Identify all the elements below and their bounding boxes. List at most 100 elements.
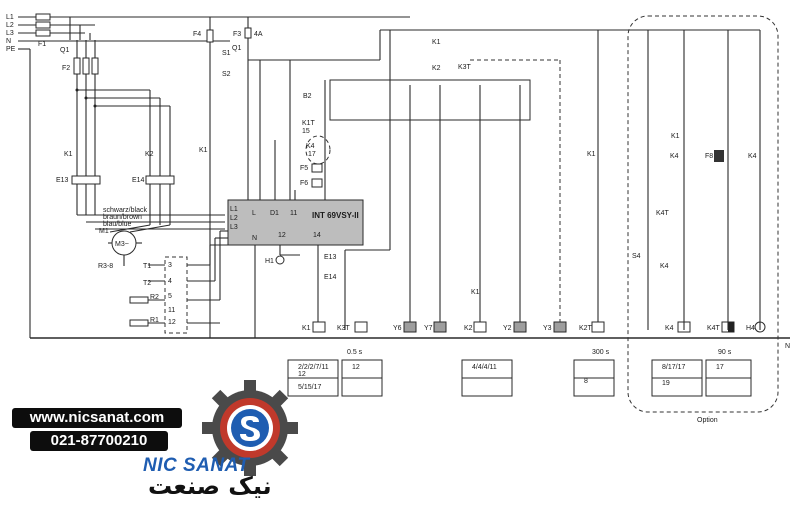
svg-text:N: N [785, 343, 790, 350]
svg-text:Y7: Y7 [424, 325, 433, 332]
option-block: K1 K4 K4T K4 S4 K4 F8 Option [627, 15, 779, 424]
svg-text:19: 19 [662, 380, 670, 387]
svg-text:K1: K1 [587, 151, 596, 158]
svg-text:14: 14 [313, 232, 321, 239]
motor-m1: M3~ M1 R3-8 [98, 228, 142, 270]
svg-text:12: 12 [168, 319, 176, 326]
label-l1: L1 [6, 14, 14, 21]
svg-text:12: 12 [298, 371, 306, 378]
svg-text:E13: E13 [56, 177, 69, 184]
svg-text:M1: M1 [99, 228, 109, 235]
svg-text:H4: H4 [746, 325, 755, 332]
label-pe: PE [6, 46, 16, 53]
svg-text:blau/blue: blau/blue [103, 221, 132, 228]
svg-text:F2: F2 [62, 65, 70, 72]
svg-text:schwarz/black: schwarz/black [103, 207, 147, 214]
svg-text:K4T: K4T [656, 210, 670, 217]
svg-text:12: 12 [352, 364, 360, 371]
svg-text:Y3: Y3 [543, 325, 552, 332]
svg-text:T1: T1 [143, 263, 151, 270]
svg-text:R2: R2 [150, 294, 159, 301]
option-label: Option [697, 417, 718, 424]
svg-text:K3T: K3T [458, 64, 472, 71]
svg-text:braun/brown: braun/brown [103, 214, 142, 221]
supply-terminals: L1 L2 L3 N PE F1 [6, 13, 410, 338]
svg-text:K2T: K2T [579, 325, 593, 332]
svg-text:K2: K2 [432, 65, 441, 72]
svg-text:K4: K4 [660, 263, 669, 270]
svg-text:E14: E14 [132, 177, 145, 184]
svg-text:15: 15 [302, 128, 310, 135]
svg-text:4: 4 [168, 278, 172, 285]
svg-text:T2: T2 [143, 280, 151, 287]
svg-text:S2: S2 [222, 71, 231, 78]
svg-text:4/4/4/11: 4/4/4/11 [472, 364, 497, 371]
label-f1: F1 [38, 41, 46, 48]
svg-text:17: 17 [716, 364, 724, 371]
svg-text:K1: K1 [199, 147, 208, 154]
svg-text:300 s: 300 s [592, 349, 610, 356]
brand-name-fa: نیک صنعت [148, 472, 272, 500]
svg-text:8/17/17: 8/17/17 [662, 364, 685, 371]
b2-block: B2 K1T 15 K4 17 F5 F6 K1 K2 K3T [290, 29, 630, 330]
nicsanat-logo [202, 380, 298, 476]
svg-text:K1: K1 [671, 133, 680, 140]
svg-text:F8: F8 [705, 153, 713, 160]
svg-text:K1: K1 [302, 325, 311, 332]
svg-text:K1: K1 [64, 151, 73, 158]
svg-text:4A: 4A [254, 31, 263, 38]
svg-text:Q1: Q1 [232, 45, 241, 52]
svg-text:M3~: M3~ [115, 241, 129, 248]
svg-text:K4: K4 [665, 325, 674, 332]
svg-text:K4: K4 [670, 153, 679, 160]
svg-text:2/2/2/7/11: 2/2/2/7/11 [298, 364, 329, 371]
svg-text:K3T: K3T [337, 325, 351, 332]
svg-text:F3: F3 [233, 31, 241, 38]
svg-text:R1: R1 [150, 317, 159, 324]
brand-name-en: NIC SANAT [143, 455, 250, 476]
svg-text:K1T: K1T [302, 120, 316, 127]
svg-text:K1: K1 [432, 39, 441, 46]
svg-text:K2: K2 [464, 325, 473, 332]
main-phase-lines: Q1 F2 K1 K2 E13 E14 schwarz/bla [56, 17, 225, 233]
website-badge: www.nicsanat.com [12, 408, 182, 428]
svg-text:L3: L3 [230, 224, 238, 231]
svg-text:S4: S4 [632, 253, 641, 260]
svg-text:K1: K1 [471, 289, 480, 296]
int-module: INT 69VSY-II L1 L2 L3 L D1 11 N 12 14 H1… [227, 60, 364, 338]
svg-text:K4: K4 [748, 153, 757, 160]
svg-text:R3-8: R3-8 [98, 263, 113, 270]
svg-text:N: N [252, 235, 257, 242]
svg-text:F5: F5 [300, 165, 308, 172]
svg-text:F4: F4 [193, 31, 201, 38]
svg-text:H1: H1 [265, 258, 274, 265]
svg-text:12: 12 [278, 232, 286, 239]
svg-text:0.5 s: 0.5 s [347, 349, 363, 356]
phone-badge: 021-87700210 [30, 431, 168, 451]
svg-text:5/15/17: 5/15/17 [298, 384, 321, 391]
label-l2: L2 [6, 22, 14, 29]
svg-text:Q1: Q1 [60, 47, 69, 54]
label-l3: L3 [6, 30, 14, 37]
svg-text:K2: K2 [145, 151, 154, 158]
svg-text:B2: B2 [303, 93, 312, 100]
contact-tables: 2/2/2/7/11 12 5/15/17 12 4/4/4/11 8 8/17… [287, 359, 752, 397]
svg-text:11: 11 [290, 210, 297, 217]
label-n: N [6, 38, 11, 45]
svg-text:11: 11 [168, 307, 175, 314]
svg-text:Y2: Y2 [503, 325, 512, 332]
svg-text:L2: L2 [230, 215, 238, 222]
svg-text:5: 5 [168, 293, 172, 300]
svg-text:17: 17 [308, 151, 316, 158]
svg-text:L1: L1 [230, 206, 238, 213]
sensor-block: T1 T2 R2 R1 3 4 5 11 12 [129, 230, 228, 334]
svg-text:S1: S1 [222, 50, 231, 57]
svg-text:E14: E14 [324, 274, 337, 281]
svg-text:E13: E13 [324, 254, 337, 261]
branch-lines: K1 K1 [344, 30, 599, 330]
svg-text:8: 8 [584, 378, 588, 385]
svg-text:90 s: 90 s [718, 349, 732, 356]
coil-row: N K1 K3T Y6 Y7 K2 Y2 Y3 K2T K4 K4T H4 [30, 321, 790, 356]
